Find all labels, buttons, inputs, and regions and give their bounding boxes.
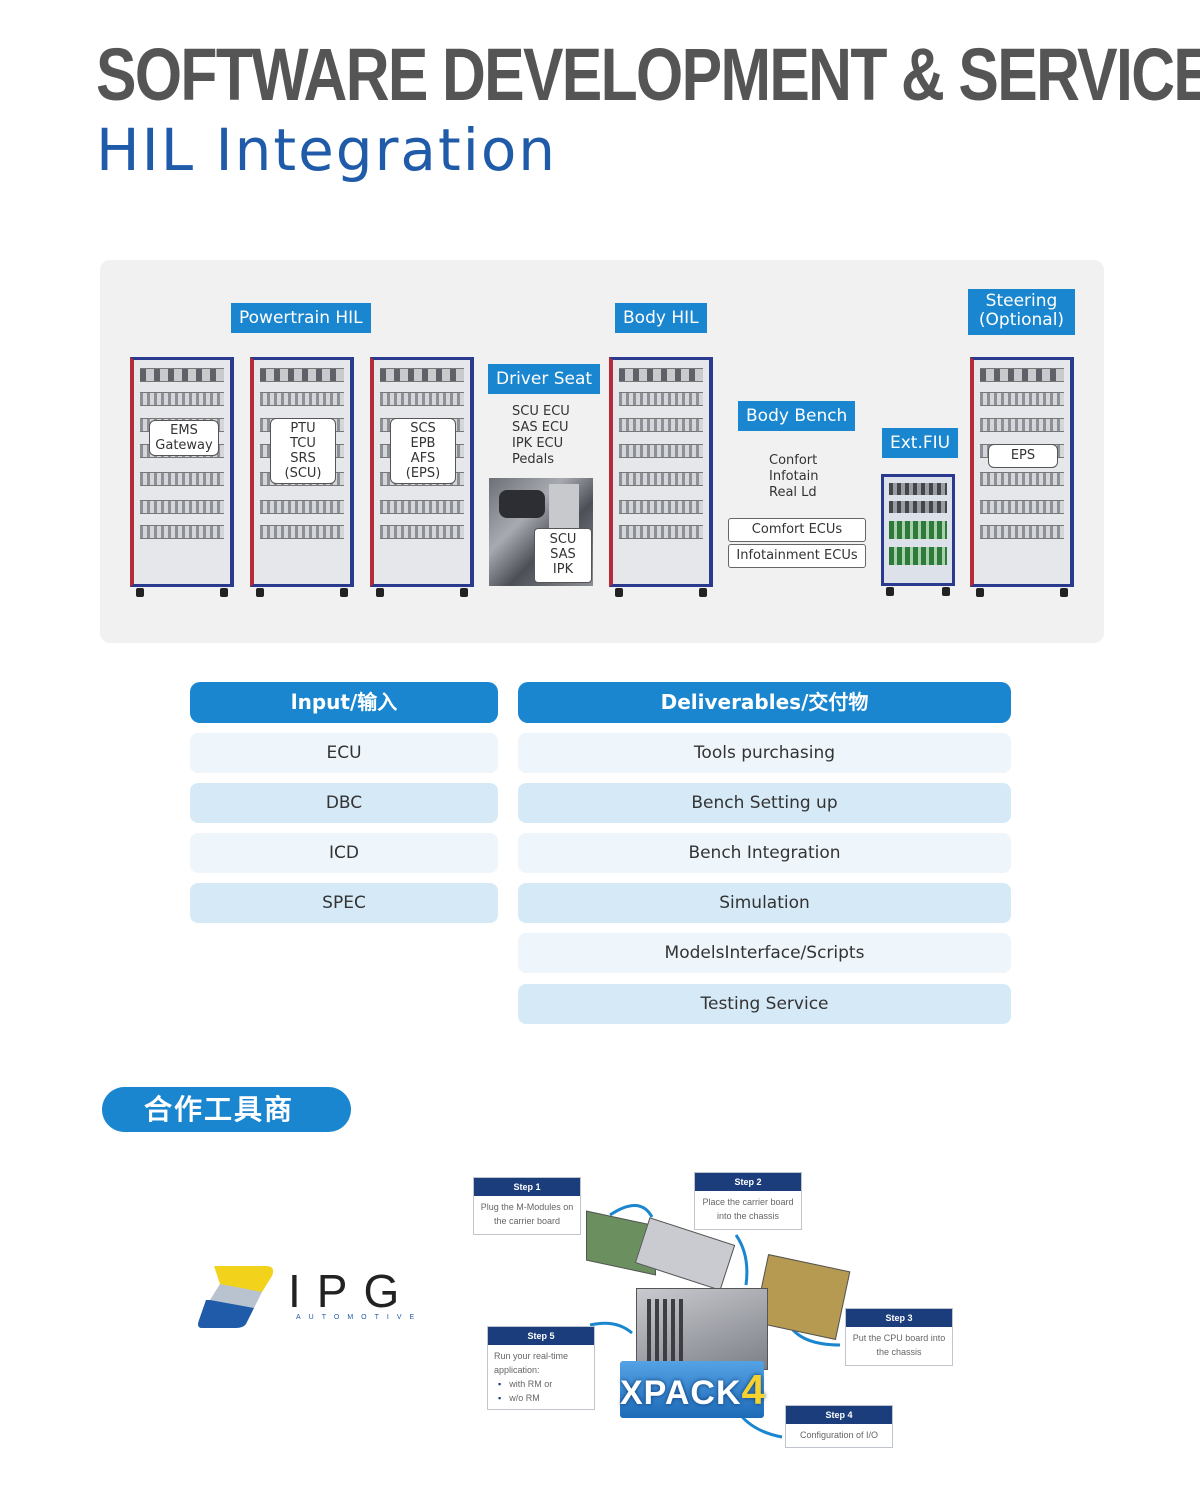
step5-bullet: with RM or [498,1377,588,1391]
driver-seat-list: SCU ECU SAS ECU IPK ECU Pedals [512,404,570,467]
input-cell: ICD [190,833,498,873]
step4-text: Configuration of I/O [799,1430,879,1440]
ipg-name: IPG [288,1265,416,1317]
partners-section-title: 合作工具商 [102,1087,351,1132]
xpack-text: XPACK [620,1374,742,1412]
cabinet-ems-label: EMS Gateway [149,420,219,456]
hil-cabinet-ptu: PTU TCU SRS (SCU) [250,357,354,597]
input-column-header: lnput/输入 [190,682,498,723]
step2-text: Place the carrier board into the chassis [702,1197,794,1221]
steering-tag-line2: (Optional) [978,310,1065,330]
deliverable-cell: Testing Service [518,984,1011,1024]
hil-cabinet-scs: SCS EPB AFS (EPS) [370,357,474,597]
powertrain-hil-tag: Powertrain HIL [231,303,371,333]
steering-tag-line1: Steering [985,291,1058,311]
ipg-automotive-logo: IPG AUTOMOTIVE [196,1262,426,1332]
xpack-chassis [636,1288,768,1370]
ipg-sub: AUTOMOTIVE [296,1314,423,1321]
step5-bullet: w/o RM [498,1391,588,1405]
step1-title: Step 1 [474,1178,580,1196]
step2-box: Step 2 Place the carrier board into the … [694,1172,802,1230]
driver-seat-tag: Driver Seat [488,364,601,394]
steering-tag: Steering (Optional) [968,289,1075,335]
step1-box: Step 1 Plug the M-Modules on the carrier… [473,1177,581,1235]
cabinet-scs-label: SCS EPB AFS (EPS) [390,418,456,484]
hil-cabinet-ems: EMS Gateway [130,357,234,597]
cabinet-eps-label: EPS [988,444,1058,468]
input-cell: DBC [190,783,498,823]
ext-fiu-unit [881,474,955,596]
step5-text: Run your real-time application: [494,1351,569,1375]
step1-text: Plug the M-Modules on the carrier board [480,1202,574,1226]
body-bench-tag: Body Bench [738,401,856,431]
deliverables-column-header: Deliverables/交付物 [518,682,1011,723]
page-title: SOFTWARE DEVELOPMENT & SERVICE [96,33,1200,116]
deliverable-cell: Simulation [518,883,1011,923]
input-cell: ECU [190,733,498,773]
deliverable-cell: ModelsInterface/Scripts [518,933,1011,973]
step3-text: Put the CPU board into the chassis [852,1333,946,1357]
driver-seat-photo-label: SCU SAS IPK [534,528,592,583]
cabinet-ptu-label: PTU TCU SRS (SCU) [270,418,336,484]
body-bench-list: Confort Infotain Real Ld [769,453,819,500]
ext-fiu-tag: Ext.FIU [882,428,959,458]
deliverable-cell: Tools purchasing [518,733,1011,773]
xpack4-logo: XPACK4 [620,1361,766,1418]
step5-box: Step 5 Run your real-time application: w… [487,1326,595,1410]
ipg-emblem-icon [198,1266,274,1328]
driver-seat-photo: SCU SAS IPK [489,478,593,586]
step3-title: Step 3 [846,1309,952,1327]
input-cell: SPEC [190,883,498,923]
body-hil-tag: Body HIL [615,303,707,333]
step5-title: Step 5 [488,1327,594,1345]
xpack-number: 4 [741,1366,766,1413]
infotainment-ecus-box: Infotainment ECUs [728,544,866,568]
comfort-ecus-box: Comfort ECUs [728,518,866,542]
hil-cabinet-body [609,357,713,597]
hil-cabinet-eps: EPS [970,357,1074,597]
step3-box: Step 3 Put the CPU board into the chassi… [845,1308,953,1366]
step2-title: Step 2 [695,1173,801,1191]
deliverable-cell: Bench Integration [518,833,1011,873]
step4-title: Step 4 [786,1406,892,1424]
deliverable-cell: Bench Setting up [518,783,1011,823]
page-subtitle: HIL Integration [96,116,558,184]
step4-box: Step 4 Configuration of I/O [785,1405,893,1448]
